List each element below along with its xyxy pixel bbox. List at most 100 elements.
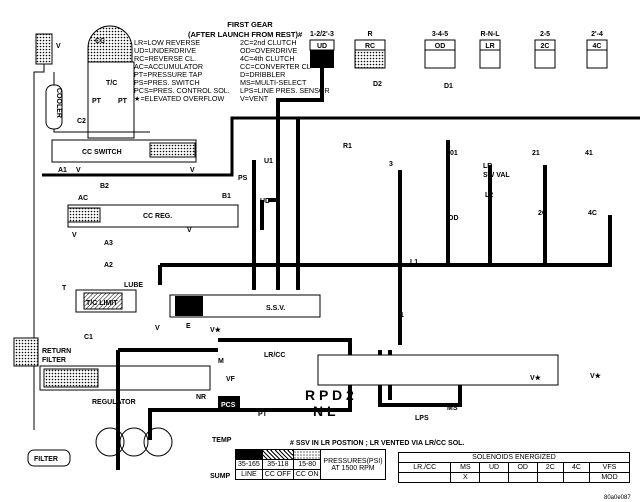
svg-text:OD: OD [435,43,446,50]
svg-text:SW VAL: SW VAL [483,172,510,179]
svg-text:FILTER: FILTER [42,357,66,364]
svg-text:LR/CC: LR/CC [264,352,285,359]
clutch-rc: R RC [354,31,386,69]
svg-text:LPS=LINE PRES. SENSOR: LPS=LINE PRES. SENSOR [240,86,330,95]
svg-text:V: V [56,43,61,50]
svg-text:2C: 2C [541,43,550,50]
misc-labels: U1 PS UD R1 D2 D1 L1 L2 LR SW VAL OD 2C … [238,81,597,422]
svg-text:NR: NR [196,394,206,401]
svg-text:MS=MULTI-SELECT: MS=MULTI-SELECT [240,78,307,87]
svg-text:2'-4: 2'-4 [591,31,603,38]
legend-right: 2C=2nd CLUTCH OD=OVERDRIVE 4C=4th CLUTCH… [240,38,330,103]
svg-text:V: V [76,167,81,174]
svg-text:1-2/2'-3: 1-2/2'-3 [310,31,334,38]
clutch-ud: 1-2/2'-3 UD [309,31,335,68]
svg-text:T: T [62,285,67,292]
svg-text:T/C LIMIT: T/C LIMIT [86,300,118,307]
svg-text:UD=UNDERDRIVE: UD=UNDERDRIVE [134,46,196,55]
svg-text:SUMP: SUMP [210,473,231,480]
svg-text:TEMP: TEMP [212,437,232,444]
svg-text:E: E [186,323,191,330]
svg-text:4C: 4C [588,210,597,217]
svg-text:A3: A3 [104,240,113,247]
clutch-od: 3-4-5 OD [424,31,456,69]
svg-text:R1: R1 [343,143,352,150]
svg-text:4C: 4C [593,43,602,50]
svg-text:CC=CONVERTER CL: CC=CONVERTER CL [240,62,311,71]
svg-text:UD: UD [317,43,327,50]
svg-text:V=VENT: V=VENT [240,94,269,103]
clutch-4c: 2'-4 4C [586,31,608,69]
svg-text:PT: PT [118,98,128,105]
svg-text:RETURN: RETURN [42,348,71,355]
svg-text:LR: LR [485,43,494,50]
svg-text:V: V [72,232,77,239]
svg-text:OD: OD [448,215,459,222]
regulator-valve: REGULATOR NR M VF PCS [39,358,240,412]
svg-text:CC: CC [95,38,105,45]
svg-text:V★: V★ [210,326,222,334]
svg-text:C1: C1 [84,334,93,341]
torque-converter: CC T/C PT PT [87,25,135,139]
clutch-lr: R-N-L LR [479,31,501,69]
pump: FILTER TEMP SUMP [27,427,232,480]
svg-text:LR: LR [483,163,492,170]
cc-switch-valve: CC SWITCH A1 V V [51,139,197,174]
svg-text:01: 01 [450,150,458,157]
svg-text:PCS: PCS [221,402,236,409]
svg-text:PT: PT [258,411,268,418]
svg-text:L2: L2 [485,192,493,199]
svg-text:AC=ACCUMULATOR: AC=ACCUMULATOR [134,62,203,71]
svg-text:RC: RC [365,43,375,50]
svg-text:V★: V★ [590,372,602,380]
svg-text:3: 3 [389,161,393,168]
tc-limit-valve: LUBE T T/C LIMIT V C1 [62,282,160,341]
svg-text:C2: C2 [77,118,86,125]
svg-text:V: V [190,167,195,174]
return-filter: RETURN FILTER [13,337,71,367]
svg-text:PCS=PRES. CONTROL SOL.: PCS=PRES. CONTROL SOL. [134,86,230,95]
svg-text:CC REG.: CC REG. [143,213,172,220]
footnote: # SSV IN LR POSTION ; LR VENTED VIA LR/C… [290,440,464,447]
svg-text:PT=PRESSURE TAP: PT=PRESSURE TAP [134,70,202,79]
svg-text:V: V [155,325,160,332]
svg-text:A2: A2 [104,262,113,269]
svg-text:AC: AC [78,195,88,202]
svg-text:COOLER: COOLER [55,88,62,118]
svg-text:R: R [367,31,372,38]
svg-text:3-4-5: 3-4-5 [432,31,448,38]
svg-text:M: M [218,358,224,365]
svg-text:CC SWITCH: CC SWITCH [82,149,122,156]
svg-text:RC=REVERSE CL.: RC=REVERSE CL. [134,54,196,63]
svg-text:L1: L1 [410,259,418,266]
svg-text:R-N-L: R-N-L [480,31,500,38]
svg-text:UD: UD [260,198,270,205]
svg-text:LPS: LPS [415,415,429,422]
svg-text:T/C: T/C [106,80,117,87]
svg-text:★=ELEVATED OVERFLOW: ★=ELEVATED OVERFLOW [134,94,224,103]
svg-text:2C: 2C [538,210,547,217]
svg-text:A1: A1 [58,167,67,174]
solenoid-switch-valve: E S.S.V. V★ LR/CC [169,294,321,359]
svg-text:LR=LOW REVERSE: LR=LOW REVERSE [134,38,200,47]
svg-text:41: 41 [585,150,593,157]
svg-text:V: V [187,227,192,234]
svg-text:4C=4th CLUTCH: 4C=4th CLUTCH [240,54,295,63]
svg-text:OD=OVERDRIVE: OD=OVERDRIVE [240,46,298,55]
svg-text:FILTER: FILTER [34,456,58,463]
svg-text:1: 1 [400,312,404,319]
svg-text:B1: B1 [222,193,231,200]
svg-text:D1: D1 [444,83,453,90]
svg-text:2C=2nd CLUTCH: 2C=2nd CLUTCH [240,38,297,47]
svg-text:MS: MS [447,405,458,412]
cooler: COOLER V C2 [33,33,150,430]
line-pressure-passages [116,68,612,470]
svg-text:S.S.V.: S.S.V. [266,305,285,312]
svg-text:V★: V★ [530,374,542,382]
svg-text:LUBE: LUBE [124,282,143,289]
svg-text:N L: N L [313,403,336,419]
diagram-title: FIRST GEAR [227,20,273,29]
